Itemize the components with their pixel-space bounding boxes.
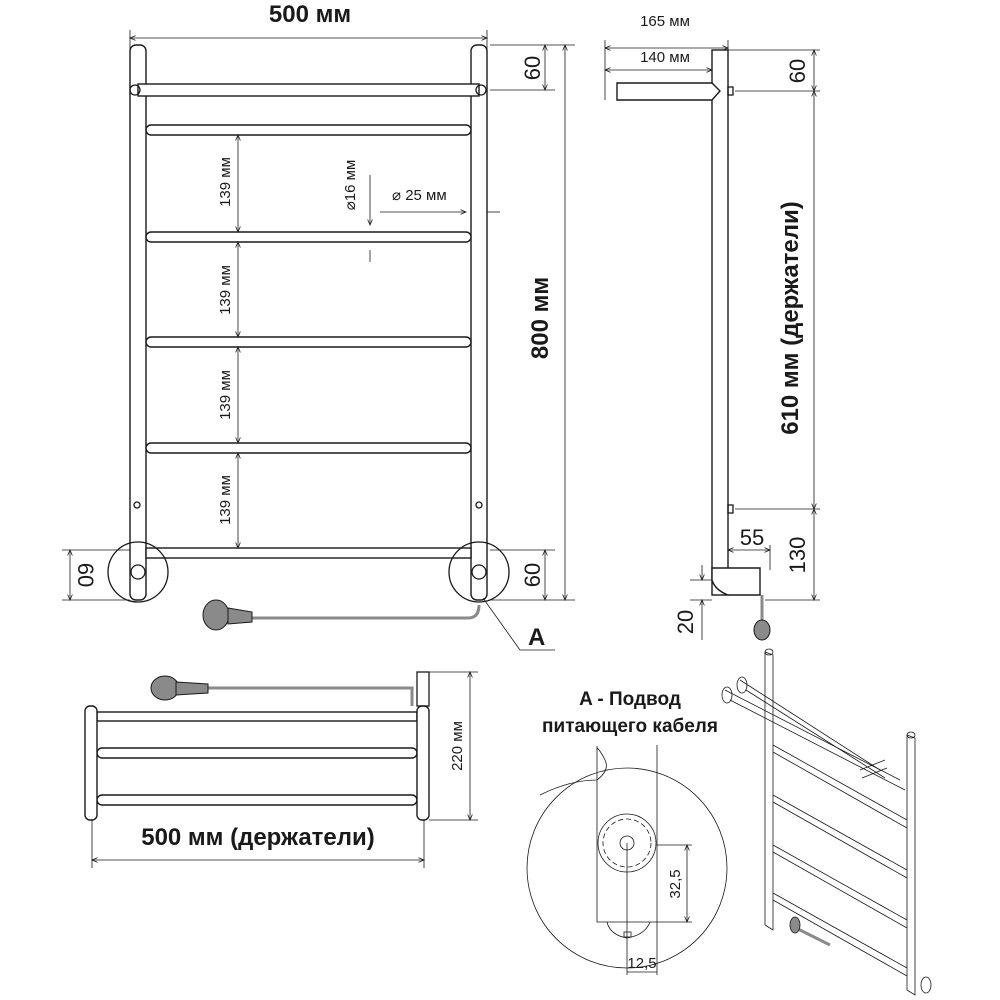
detail-a-marker: A [528,624,545,651]
plug-icon [753,619,771,641]
plug-icon [202,599,253,631]
side-view: 165 мм 140 мм 60 610 мм (держатели) 55 1… [605,13,820,641]
detail-title-line2: питающего кабеля [542,716,718,737]
side-top-offset-dimension: 60 [785,59,810,83]
spacing-dimension: 139 мм [217,157,234,207]
screw-icon [475,84,487,96]
bottom-right-mount [448,541,510,603]
arm-length-dimension: 140 мм [640,49,690,66]
right-post [470,44,488,601]
holders-height-dimension: 610 мм (держатели) [777,201,804,435]
bottom-mount [711,567,761,596]
width-dimension: 500 мм [269,1,351,28]
isometric-view [721,648,932,996]
bottom-bar [145,547,472,559]
plug-icon [150,675,209,701]
top-arm [616,82,721,101]
bottom-depth-dimension: 55 [740,525,764,550]
rung [145,124,472,136]
depth-total-dimension: 165 мм [640,13,690,30]
detail-a: A - Подвод питающего кабеля 32,5 12,5 [526,689,728,975]
screw-icon [133,501,141,509]
spacing-dimension: 139 мм [217,475,234,525]
spacing-dimension: 139 мм [217,370,234,420]
top-bar [137,83,480,97]
top-offset-dimension: 60 [520,56,545,80]
height-dimension: 800 мм [527,277,554,359]
floor-gap-dimension: 20 [673,610,698,634]
rung [145,336,472,348]
bar [96,711,418,722]
power-cable [205,686,414,706]
detail-horizontal-dimension: 12,5 [627,955,656,972]
bottom-left-dimension: 60 [73,563,98,587]
screw-icon [475,501,483,509]
bottom-height-dimension: 130 [785,537,810,574]
spacing-dimension: 139 мм [217,265,234,315]
left-post [129,44,147,601]
screw-icon [129,84,141,96]
post-diameter-dimension: ⌀ 25 мм [392,187,447,204]
bar [96,747,418,759]
power-cable [250,604,481,620]
rung [145,442,472,454]
holder [84,705,98,821]
front-view: 500 мм 60 800 мм 139 мм 139 мм 139 мм 13… [62,1,575,651]
rung-diameter-dimension: ⌀16 мм [342,160,359,211]
top-view: 220 мм 500 мм (держатели) [84,672,478,868]
detail-vertical-dimension: 32,5 [667,869,684,898]
bar [96,794,418,806]
rung [145,231,472,243]
depth-dimension: 220 мм [449,721,466,771]
side-post [711,49,729,596]
bottom-left-mount [107,541,169,603]
holders-width-dimension: 500 мм (держатели) [141,824,375,851]
bottom-right-dimension: 60 [520,563,545,587]
detail-title-line1: A - Подвод [579,689,681,710]
holder [416,705,430,821]
